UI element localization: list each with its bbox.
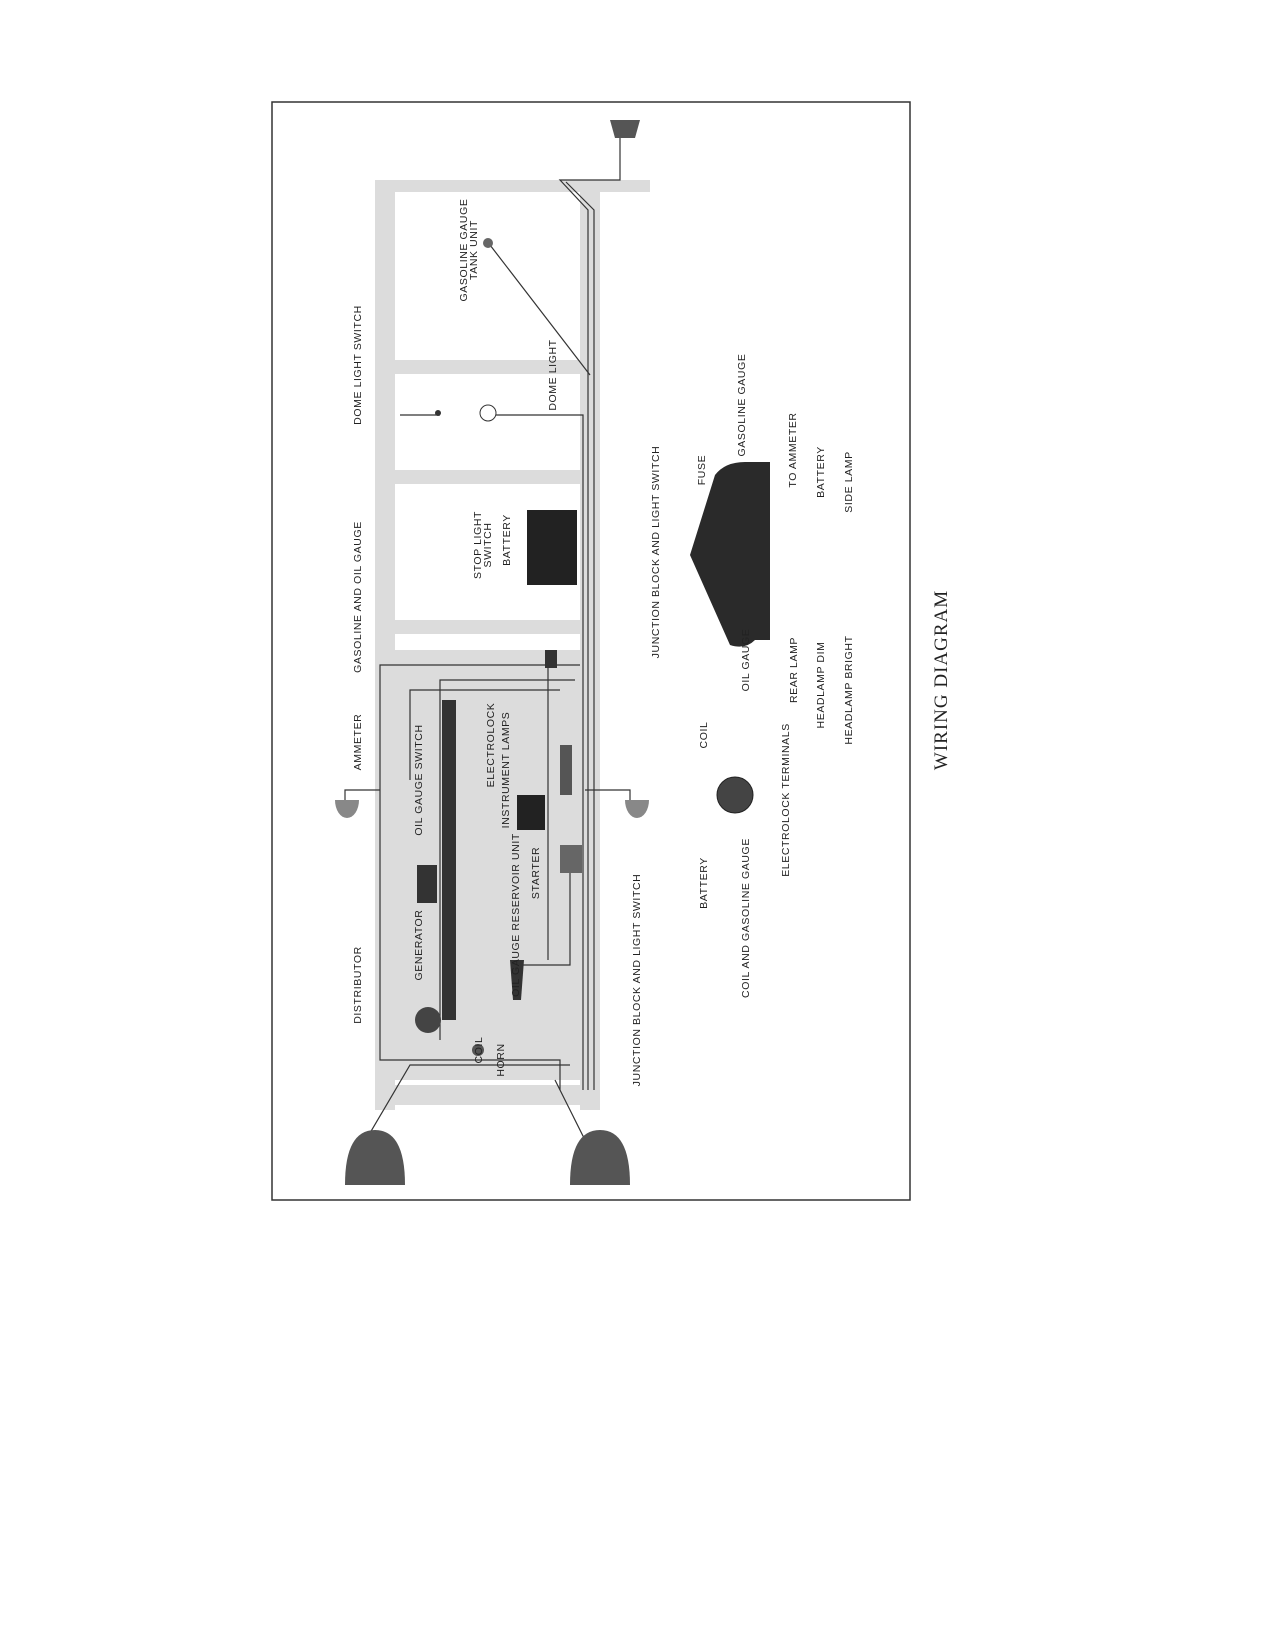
label-electrolock: ELECTROLOCK bbox=[485, 703, 497, 788]
label-battery-main: BATTERY bbox=[501, 514, 513, 566]
label-battery-junction: BATTERY bbox=[815, 446, 827, 498]
label-coil-gas-gauge: COIL AND GASOLINE GAUGE bbox=[740, 838, 752, 998]
headlamp-right bbox=[570, 1130, 630, 1185]
label-gas-oil-gauge: GASOLINE AND OIL GAUGE bbox=[352, 521, 364, 673]
label-ammeter: AMMETER bbox=[352, 714, 364, 771]
starter bbox=[517, 795, 545, 830]
label-electrolock-terminals: ELECTROLOCK TERMINALS bbox=[780, 723, 792, 877]
labels: DOME LIGHT SWITCH GASOLINE GAUGE TANK UN… bbox=[352, 199, 952, 1087]
label-coil-left: COIL bbox=[473, 1037, 485, 1064]
label-gas-gauge-tank-1: GASOLINE GAUGE bbox=[458, 199, 470, 302]
stop-light-switch bbox=[545, 650, 557, 668]
label-headlamp-dim: HEADLAMP DIM bbox=[815, 642, 827, 729]
label-junction-left: JUNCTION BLOCK AND LIGHT SWITCH bbox=[631, 874, 643, 1087]
label-dome-light: DOME LIGHT bbox=[547, 339, 559, 410]
electrolock-cable bbox=[560, 745, 572, 795]
generator bbox=[417, 865, 437, 903]
label-dome-light-switch: DOME LIGHT SWITCH bbox=[352, 305, 364, 425]
side-lamp-left bbox=[335, 800, 359, 818]
coil-left bbox=[472, 1044, 484, 1056]
junction-block-detail bbox=[690, 462, 770, 647]
side-lamp-right bbox=[625, 800, 649, 818]
label-junction-detail: JUNCTION BLOCK AND LIGHT SWITCH bbox=[650, 446, 662, 659]
battery bbox=[527, 510, 577, 585]
label-rear-lamp: REAR LAMP bbox=[788, 637, 800, 703]
label-horn: HORN bbox=[495, 1043, 507, 1076]
label-headlamp-bright: HEADLAMP BRIGHT bbox=[843, 635, 855, 744]
label-coil-detail: COIL bbox=[698, 722, 710, 749]
label-oil-gauge-switch: OIL GAUGE SWITCH bbox=[413, 724, 425, 835]
distributor bbox=[415, 1007, 441, 1033]
label-gasoline-gauge: GASOLINE GAUGE bbox=[736, 354, 748, 457]
headlamp-left bbox=[345, 1130, 405, 1185]
label-distributor: DISTRIBUTOR bbox=[352, 946, 364, 1024]
wire-harness bbox=[344, 130, 631, 1151]
horn bbox=[510, 960, 524, 1000]
label-stop-light-2: SWITCH bbox=[482, 522, 494, 567]
label-oil-gauge: OIL GAUGE bbox=[740, 629, 752, 692]
diagram-border bbox=[271, 101, 911, 1201]
label-to-ammeter: TO AMMETER bbox=[787, 412, 799, 487]
label-fuse: FUSE bbox=[696, 455, 708, 485]
label-side-lamp: SIDE LAMP bbox=[843, 451, 855, 512]
label-starter: STARTER bbox=[530, 847, 542, 899]
diagram-title: WIRING DIAGRAM bbox=[931, 590, 952, 770]
dome-light-switch bbox=[435, 410, 441, 416]
label-stop-light-1: STOP LIGHT bbox=[472, 511, 484, 579]
label-oil-reservoir: OIL GAUGE RESERVOIR UNIT bbox=[510, 833, 522, 997]
label-battery-coil: BATTERY bbox=[698, 857, 710, 909]
label-instrument-lamps: INSTRUMENT LAMPS bbox=[500, 712, 512, 829]
coil-detail bbox=[716, 776, 754, 814]
label-generator: GENERATOR bbox=[413, 910, 425, 981]
tail-lamp bbox=[610, 120, 640, 138]
dome-light bbox=[479, 404, 497, 422]
label-gas-gauge-tank-2: TANK UNIT bbox=[468, 220, 480, 280]
oil-reservoir-unit bbox=[442, 700, 456, 1020]
gas-tank-unit bbox=[483, 238, 493, 248]
junction-block bbox=[560, 845, 582, 873]
